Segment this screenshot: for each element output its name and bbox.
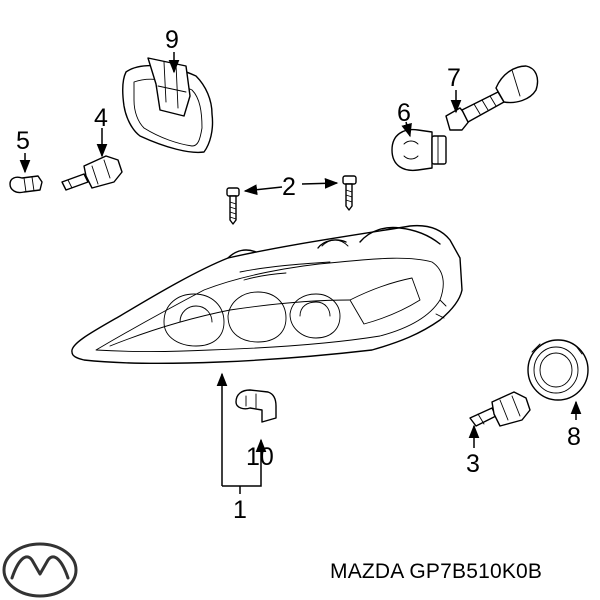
leader-part-6	[401, 121, 412, 138]
adjuster-screw-right	[342, 175, 357, 211]
headlamp-housing	[71, 224, 463, 365]
callout-6: 6	[397, 99, 411, 127]
bulb-part-4	[61, 155, 123, 191]
bulb-part-6	[391, 128, 447, 172]
mazda-logo-icon	[2, 542, 78, 598]
clip-part-10	[235, 389, 277, 423]
callout-1: 1	[233, 496, 247, 524]
leader-part-2	[243, 177, 339, 196]
cap-part-8	[527, 339, 589, 401]
callout-4: 4	[94, 104, 108, 132]
callout-2: 2	[282, 173, 296, 201]
callout-5: 5	[16, 127, 30, 155]
callout-3: 3	[466, 450, 480, 478]
bulb-part-3	[469, 391, 531, 427]
part-number-label: MAZDA GP7B510K0B	[330, 560, 543, 583]
callout-8: 8	[567, 423, 581, 451]
callout-7: 7	[447, 64, 461, 92]
bracket-part-9	[121, 57, 214, 154]
adjuster-screw-left	[226, 187, 240, 225]
bulb-part-5	[9, 175, 43, 194]
leader-part-1	[216, 372, 267, 494]
socket-part-7	[445, 65, 539, 131]
callout-10: 10	[246, 443, 274, 471]
callout-9: 9	[165, 26, 179, 54]
